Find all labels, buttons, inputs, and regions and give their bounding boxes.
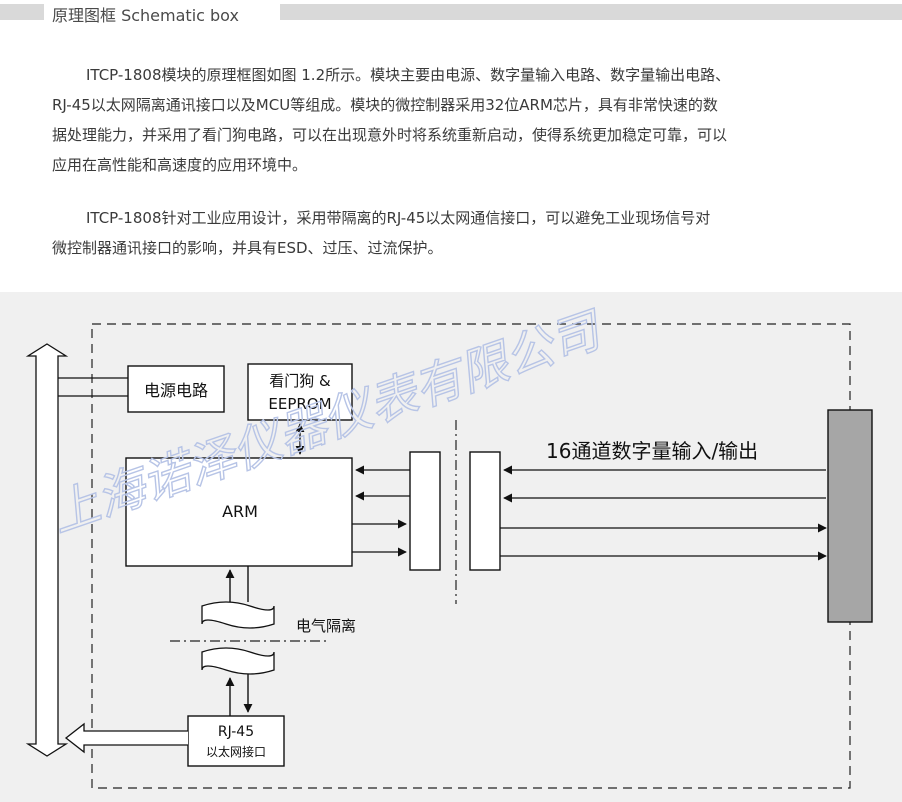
paragraph-line: RJ-45以太网隔离通讯接口以及MCU等组成。模块的微控制器采用32位ARM芯片… [52,96,718,114]
rj45-label: RJ-45 [218,724,254,740]
schematic-diagram: 电源电路 看门狗 & EEPROM ARM 16通道数字量输入/输出 电气隔离 … [25,301,873,789]
intro-paragraph: ITCP-1808模块的原理框图如图 1.2所示。模块主要由电源、数字量输入电路… [52,60,882,180]
header-bar-left [0,4,44,20]
system-bus-arrow [25,343,69,757]
io-channel-label: 16通道数字量输入/输出 [546,439,758,463]
ethernet-port-label: 以太网接口 [206,744,266,759]
section-title: 原理图框 Schematic box [52,6,239,25]
watchdog-label: 看门狗 & [269,372,331,390]
paragraph-line: 微控制器通讯接口的影响，并具有ESD、过压、过流保护。 [52,239,443,257]
paragraph-line: ITCP-1808针对工业应用设计，采用带隔离的RJ-45以太网通信接口，可以避… [86,209,711,227]
isolator-block-left [409,451,441,571]
rj45-interface-box [187,715,285,767]
arm-processor-box [125,457,353,567]
isolator-block-right [469,451,501,571]
eeprom-label: EEPROM [268,395,331,413]
header-bar-right [280,4,902,20]
power-circuit-box [127,365,225,413]
watchdog-eeprom-box [247,363,353,421]
ethernet-bus-arrow [64,722,188,754]
paragraph-line: ITCP-1808模块的原理框图如图 1.2所示。模块主要由电源、数字量输入电路… [86,66,731,84]
design-paragraph: ITCP-1808针对工业应用设计，采用带隔离的RJ-45以太网通信接口，可以避… [52,203,882,263]
paragraph-line: 据处理能力，并采用了看门狗电路，可以在出现意外时将系统重新启动，使得系统更加稳定… [52,126,728,144]
isolation-transformer-upper [201,601,275,629]
paragraph-line: 应用在高性能和高速度的应用环境中。 [52,156,308,174]
power-circuit-label: 电源电路 [144,381,208,400]
io-connector-block [827,409,873,623]
arm-label: ARM [222,502,258,521]
section-header: 原理图框 Schematic box [0,0,902,30]
isolation-transformer-lower [201,647,275,675]
isolation-label: 电气隔离 [296,617,356,635]
